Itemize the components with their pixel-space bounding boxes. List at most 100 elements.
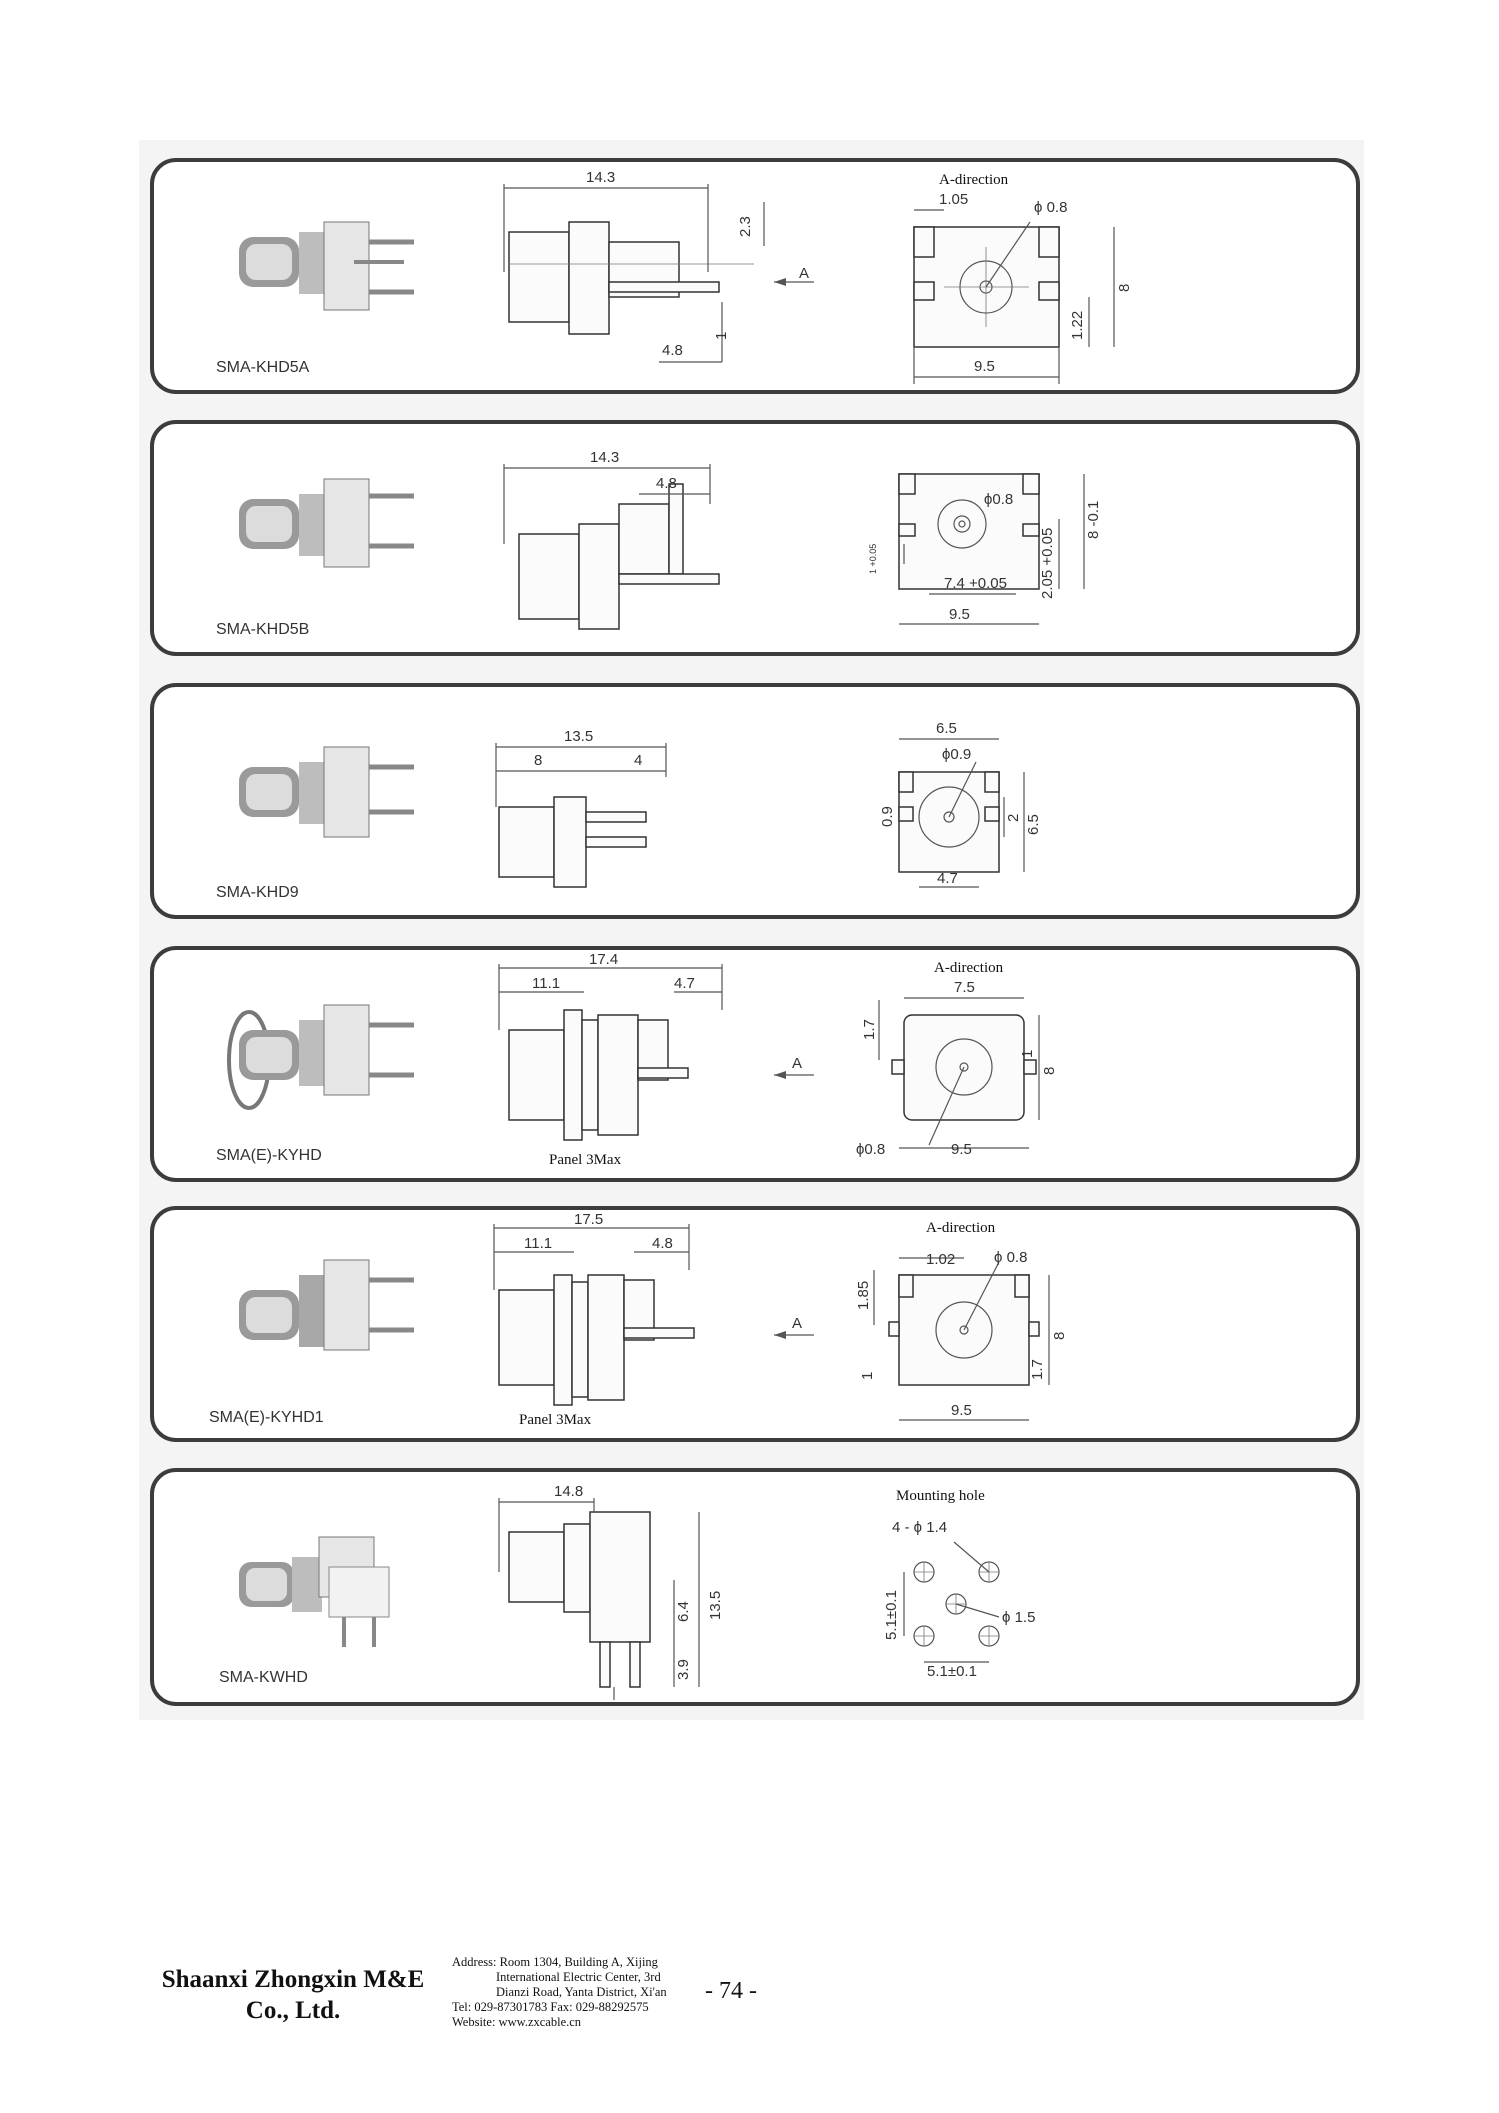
company-name: Shaanxi Zhongxin M&E Co., Ltd. bbox=[148, 1964, 438, 2026]
model-name: SMA-KHD5A bbox=[216, 359, 310, 376]
front-view-drawing bbox=[898, 738, 1025, 888]
dim-label: 6.5 bbox=[936, 720, 957, 737]
connector-photo bbox=[239, 221, 414, 311]
dim-label: 2 bbox=[1005, 814, 1022, 822]
dim-label: 5.1±0.1 bbox=[927, 1663, 977, 1680]
dim-label: 1.22 bbox=[1069, 311, 1086, 340]
model-name: SMA(E)-KYHD bbox=[216, 1147, 322, 1164]
dim-label: 5.1±0.1 bbox=[883, 1590, 900, 1640]
dim-label: ϕ 1.5 bbox=[1002, 1609, 1035, 1626]
side-view-drawing bbox=[493, 1224, 814, 1406]
dim-label: ϕ 0.8 bbox=[1034, 199, 1067, 216]
front-view-drawing bbox=[873, 1257, 1050, 1421]
dim-label: 14.3 bbox=[586, 169, 615, 186]
connector-photo bbox=[239, 1259, 414, 1351]
dim-label: ϕ0.8 bbox=[984, 491, 1013, 508]
dim-label: 2.05 +0.05 bbox=[1039, 528, 1056, 599]
product-panel-sma-khd5b: SMA-KHD5B 14.3 4.8 bbox=[150, 420, 1360, 656]
panel-note: Panel 3Max bbox=[519, 1412, 592, 1428]
dim-label: 1 bbox=[859, 1372, 876, 1380]
dim-label: 4.7 bbox=[937, 870, 958, 887]
dim-label: 4.8 bbox=[652, 1235, 673, 1252]
product-panel-sma-khd9: SMA-KHD9 13.5 8 4 6.5 bbox=[150, 683, 1360, 919]
dim-label: 8 bbox=[1041, 1067, 1058, 1075]
view-title: A-direction bbox=[926, 1220, 996, 1236]
dim-label: ϕ 0.8 bbox=[994, 1249, 1027, 1266]
connector-photo bbox=[239, 746, 414, 838]
dim-label: 6.5 bbox=[1025, 814, 1042, 835]
dim-label: 4.8 bbox=[656, 475, 677, 492]
address-line: Address: Room 1304, Building A, Xijing bbox=[452, 1955, 658, 1969]
side-view-drawing bbox=[503, 464, 720, 630]
side-view-drawing bbox=[503, 184, 814, 363]
dim-label: 1.7 bbox=[1029, 1359, 1046, 1380]
product-drawing: SMA-KHD9 13.5 8 4 6.5 bbox=[216, 720, 1042, 901]
dim-label: 9.5 bbox=[951, 1402, 972, 1419]
dim-label: 1.7 bbox=[861, 1019, 878, 1040]
model-name: SMA-KHD9 bbox=[216, 884, 299, 901]
dim-label: 4 bbox=[634, 752, 642, 769]
dim-label: 1 bbox=[713, 332, 730, 340]
dim-label: 6.4 bbox=[675, 1601, 692, 1622]
product-panel-sma-kwhd: SMA-KWHD 14.8 6.4 13.5 3.9 bbox=[150, 1468, 1360, 1706]
dim-label: 14.8 bbox=[554, 1483, 583, 1500]
page-number: - 74 - bbox=[705, 1978, 757, 2004]
dim-label: 9.5 bbox=[974, 358, 995, 375]
dim-label: 9.5 bbox=[949, 606, 970, 623]
dim-label: A bbox=[792, 1055, 802, 1072]
dim-label: ϕ0.8 bbox=[856, 1141, 885, 1158]
side-view-drawing bbox=[498, 1498, 700, 1700]
dim-label: 1.02 bbox=[926, 1251, 955, 1268]
dim-label: 9.5 bbox=[951, 1141, 972, 1158]
model-name: SMA-KWHD bbox=[219, 1669, 308, 1686]
model-name: SMA(E)-KYHD1 bbox=[209, 1409, 324, 1426]
front-view-drawing bbox=[913, 209, 1115, 384]
catalog-sheet-background bbox=[139, 140, 1364, 1720]
dim-label: 1.85 bbox=[855, 1281, 872, 1310]
dim-label: 1 bbox=[1019, 1050, 1036, 1058]
front-view-drawing bbox=[898, 473, 1085, 625]
front-view-drawing bbox=[878, 997, 1040, 1149]
website-line: Website: www.zxcable.cn bbox=[452, 2015, 582, 2029]
product-drawing: SMA-KHD5A 14.3 2.3 A 4.8 1 bbox=[216, 169, 1133, 384]
dim-label: 1 +0.05 bbox=[868, 544, 878, 574]
view-title: A-direction bbox=[939, 172, 1009, 188]
view-title: Mounting hole bbox=[896, 1488, 985, 1504]
dim-label: A bbox=[792, 1315, 802, 1332]
connector-photo bbox=[239, 478, 414, 568]
dim-label: 13.5 bbox=[707, 1591, 724, 1620]
dim-label: 2.3 bbox=[737, 216, 754, 237]
address-line: Dianzi Road, Yanta District, Xi'an bbox=[496, 1985, 667, 1999]
view-title: A-direction bbox=[934, 960, 1004, 976]
dim-label: 7.4 +0.05 bbox=[944, 575, 1007, 592]
product-drawing: SMA-KHD5B 14.3 4.8 bbox=[216, 449, 1102, 638]
dim-label: 8 -0.1 bbox=[1085, 501, 1102, 539]
company-name-line: Shaanxi Zhongxin M&E bbox=[161, 1966, 425, 1993]
company-name-line: Co., Ltd. bbox=[245, 1997, 341, 2024]
dim-label: 4 - ϕ 1.4 bbox=[892, 1519, 947, 1536]
model-name: SMA-KHD5B bbox=[216, 621, 309, 638]
dim-label: 13.5 bbox=[564, 728, 593, 745]
side-view-drawing bbox=[498, 964, 814, 1141]
connector-photo bbox=[227, 1004, 414, 1110]
product-drawing: SMA-KWHD 14.8 6.4 13.5 3.9 bbox=[219, 1483, 1035, 1700]
side-view-drawing bbox=[495, 743, 667, 888]
product-panel-sma-e-kyhd1: SMA(E)-KYHD1 17.5 11.1 4.8 A Panel 3Max bbox=[150, 1206, 1360, 1442]
product-drawing: SMA(E)-KYHD1 17.5 11.1 4.8 A Panel 3Max bbox=[209, 1211, 1068, 1428]
panel-note: Panel 3Max bbox=[549, 1152, 622, 1168]
dim-label: 0.9 bbox=[879, 806, 896, 827]
dim-label: 14.3 bbox=[590, 449, 619, 466]
product-panel-sma-khd5a: SMA-KHD5A 14.3 2.3 A 4.8 1 bbox=[150, 158, 1360, 394]
company-address: Address: Room 1304, Building A, Xijing I… bbox=[452, 1955, 692, 2030]
front-view-drawing bbox=[903, 1541, 1000, 1663]
dim-label: 8 bbox=[1051, 1332, 1068, 1340]
dim-label: 11.1 bbox=[532, 975, 560, 992]
dim-label: 3.9 bbox=[675, 1659, 692, 1680]
product-panel-sma-e-kyhd: SMA(E)-KYHD 17.4 11.1 4.7 A Panel 3Max bbox=[150, 946, 1360, 1182]
dim-label: 17.5 bbox=[574, 1211, 603, 1228]
dim-label: 17.4 bbox=[589, 951, 618, 968]
dim-label: 1.05 bbox=[939, 191, 968, 208]
dim-label: 4.8 bbox=[662, 342, 683, 359]
address-line: International Electric Center, 3rd bbox=[496, 1970, 661, 1984]
dim-label: 8 bbox=[534, 752, 542, 769]
